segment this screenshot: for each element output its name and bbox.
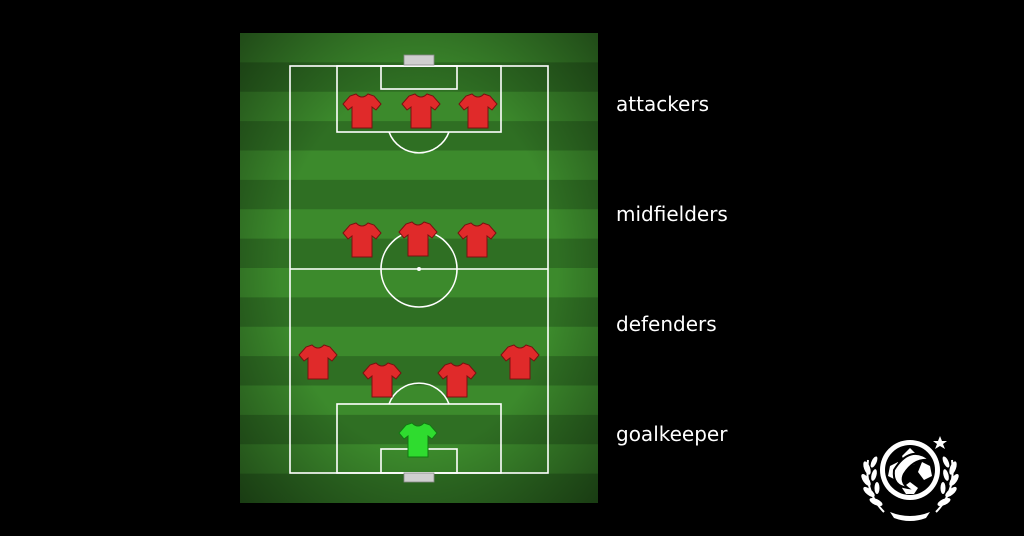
- red-shirt-icon: [398, 221, 438, 257]
- top-goal: [403, 54, 435, 66]
- goalkeeper-player: [398, 420, 438, 460]
- defender-player: [437, 360, 477, 400]
- red-shirt-icon: [458, 93, 498, 129]
- defender-player: [298, 342, 338, 382]
- attacker-player: [458, 91, 498, 131]
- red-shirt-icon: [500, 344, 540, 380]
- football-pitch: [240, 33, 598, 503]
- red-shirt-icon: [342, 93, 382, 129]
- defender-player: [362, 360, 402, 400]
- bottom-goal: [403, 472, 435, 483]
- top-penalty-arc: [388, 131, 450, 154]
- label-midfielders: midfielders: [616, 202, 728, 226]
- red-shirt-icon: [437, 362, 477, 398]
- center-spot: [417, 267, 421, 271]
- red-shirt-icon: [298, 344, 338, 380]
- green-shirt-icon: [398, 422, 438, 458]
- pitch-field: [240, 33, 598, 503]
- players-layer: [240, 33, 598, 503]
- label-defenders: defenders: [616, 312, 717, 336]
- football-laurel-logo: [861, 436, 959, 521]
- label-attackers: attackers: [616, 92, 710, 116]
- bottom-penalty-arc: [388, 382, 450, 405]
- attacker-player: [342, 91, 382, 131]
- red-shirt-icon: [401, 93, 441, 129]
- red-shirt-icon: [457, 222, 497, 258]
- red-shirt-icon: [342, 222, 382, 258]
- defender-player: [500, 342, 540, 382]
- midfielder-player: [398, 219, 438, 259]
- label-goalkeeper: goalkeeper: [616, 422, 728, 446]
- midfielder-player: [457, 220, 497, 260]
- attacker-player: [401, 91, 441, 131]
- top-goal-area: [380, 65, 458, 90]
- midfielder-player: [342, 220, 382, 260]
- red-shirt-icon: [362, 362, 402, 398]
